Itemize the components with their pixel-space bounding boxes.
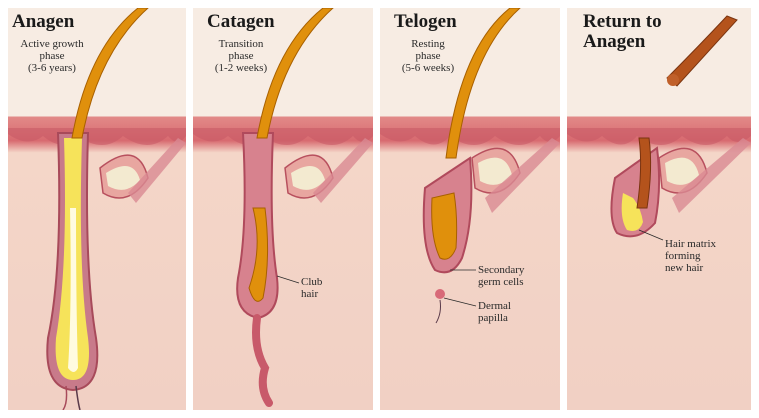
panel-subtitle: Resting phase (5-6 weeks) bbox=[401, 38, 455, 74]
panel-title: Return to Anagen bbox=[583, 11, 662, 52]
panel-telogen: Telogen Resting phase (5-6 weeks) Second… bbox=[380, 8, 560, 410]
panel-catagen: Catagen Transition phase (1-2 weeks) Clu… bbox=[193, 8, 373, 410]
panel-title: Catagen bbox=[207, 11, 275, 32]
telogen-illustration bbox=[380, 8, 560, 410]
panel-return-to-anagen: Return to Anagen Hair matrix forming new… bbox=[567, 8, 751, 410]
panel-title: Telogen bbox=[394, 11, 457, 32]
secondary-germ-cells-label: Secondary germ cells bbox=[478, 264, 525, 288]
anagen-illustration bbox=[8, 8, 186, 410]
hair-matrix-label: Hair matrix forming new hair bbox=[665, 238, 717, 274]
catagen-illustration bbox=[193, 8, 373, 410]
dermal-papilla-label: Dermal papilla bbox=[478, 300, 511, 324]
panel-subtitle: Active growth phase (3-6 years) bbox=[20, 38, 84, 74]
club-hair-label: Club hair bbox=[301, 276, 323, 300]
return-anagen-illustration bbox=[567, 8, 751, 410]
panel-anagen: Anagen Active growth phase (3-6 years) bbox=[8, 8, 186, 410]
panel-title: Anagen bbox=[12, 11, 75, 32]
panel-subtitle: Transition phase (1-2 weeks) bbox=[214, 38, 268, 74]
